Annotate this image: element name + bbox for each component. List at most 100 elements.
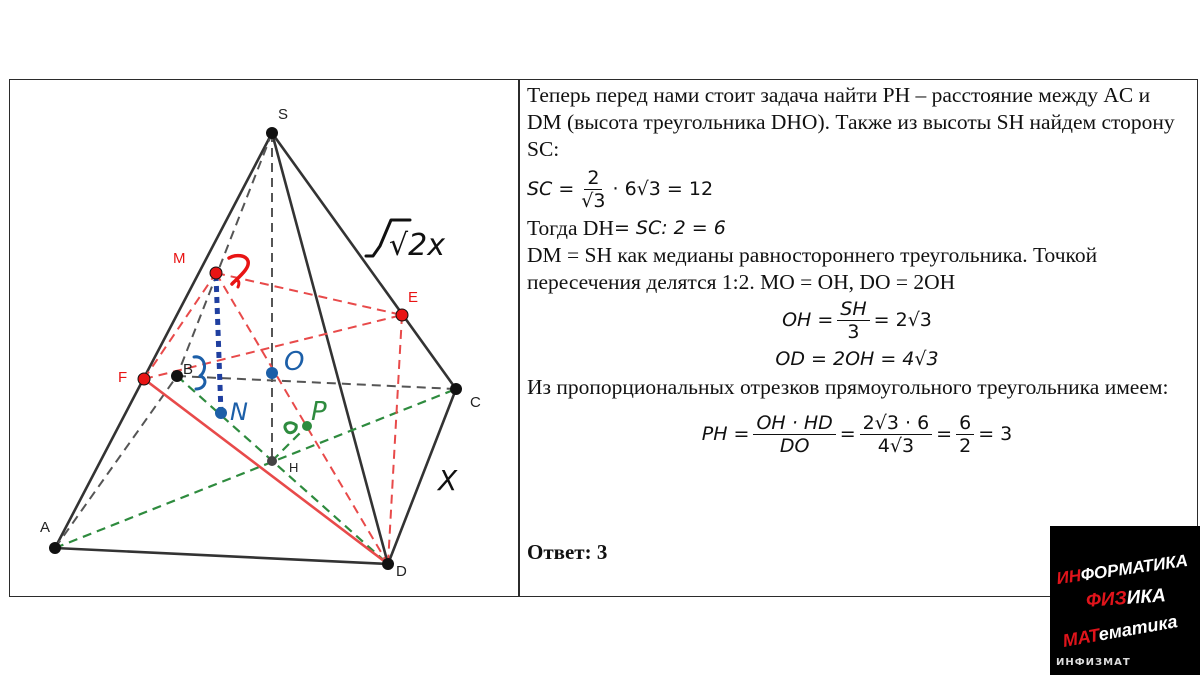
equation-od: OD = 2OH = 4√3 — [527, 344, 1187, 374]
eq4-eq-b: = — [936, 422, 953, 445]
logo-line-1: ИНФОРМАТИКА — [1055, 551, 1189, 589]
equation-oh: OH = SH 3 = 2√3 — [527, 296, 1187, 344]
eq3: OD = 2OH = 4√3 — [775, 347, 939, 370]
paragraph-intro: Теперь перед нами стоит задача найти PH … — [527, 83, 1175, 161]
label-h: H — [289, 460, 298, 475]
line-bd — [176, 375, 389, 565]
point-b — [171, 370, 183, 382]
point-e — [395, 308, 409, 322]
panel-divider — [518, 79, 520, 597]
point-a — [49, 542, 61, 554]
hand-edge-sc: √2x — [389, 228, 445, 263]
label-m: M — [173, 250, 186, 267]
dh-math: = SC: 2 = 6 — [613, 217, 726, 239]
line-fd — [143, 377, 389, 566]
point-f — [137, 372, 151, 386]
point-m — [209, 266, 223, 280]
logo-line-2: ФИЗИКА — [1085, 585, 1166, 613]
line-md — [215, 272, 389, 565]
label-f: F — [118, 369, 127, 386]
label-b: B — [183, 361, 193, 378]
dh-prefix: Тогда DH — [527, 216, 614, 240]
paragraph-medians: DM = SH как медианы равностороннего треу… — [527, 243, 1098, 294]
eq2-den: 3 — [847, 320, 860, 343]
eq4-f1-den: DO — [779, 434, 810, 457]
point-p — [302, 421, 312, 431]
eq4-f2-den: 4√3 — [877, 434, 915, 457]
edge-ab — [54, 375, 178, 549]
answer-text: Ответ: 3 — [527, 540, 608, 564]
handwriting — [192, 218, 412, 435]
edge-sb — [176, 132, 273, 377]
eq4-fraction-2: 2√3 · 6 4√3 — [859, 412, 933, 457]
green-lines — [54, 375, 457, 565]
eq4-fraction-3: 6 2 — [956, 412, 975, 457]
eq4-f3-den: 2 — [959, 434, 972, 457]
logo-line-2-white: ИКА — [1125, 585, 1167, 609]
content-frame — [9, 79, 1198, 597]
edge-dc — [386, 388, 458, 565]
equation-sc: SC = 2 √3 · 6√3 = 12 — [527, 163, 1187, 215]
line-ed — [387, 314, 403, 565]
eq1-den: √3 — [581, 189, 606, 212]
eq4-rhs: = 3 — [978, 422, 1013, 445]
solid-edges — [53, 132, 458, 566]
logo-line-4: ИНФИЗМАТ — [1056, 657, 1131, 668]
eq2-num: SH — [837, 298, 870, 321]
points — [49, 127, 462, 570]
solution-panel: Теперь перед нами стоит задача найти PH … — [527, 82, 1187, 467]
edge-sa — [53, 132, 274, 549]
hand-p: P — [311, 397, 327, 427]
hand-o: O — [284, 347, 304, 377]
eq2-lhs: OH = — [782, 308, 834, 331]
hand-edge-cd: X — [436, 464, 458, 497]
eq1-lhs: SC = — [527, 177, 575, 200]
eq4-f1-num: OH · HD — [753, 412, 836, 435]
eq4-f3-num: 6 — [956, 412, 975, 435]
logo-line-1-red: ИН — [1055, 565, 1083, 589]
eq4-f2-num: 2√3 · 6 — [859, 412, 933, 435]
point-n — [215, 407, 227, 419]
line-mn — [213, 274, 224, 414]
handwritten-letters: √2x X O N P — [230, 228, 458, 497]
eq4-fraction-1: OH · HD DO — [753, 412, 836, 457]
edge-ad — [54, 546, 389, 566]
edge-bc — [176, 375, 457, 390]
point-h — [267, 456, 277, 466]
eq2-fraction: SH 3 — [837, 298, 870, 343]
point-c — [450, 383, 462, 395]
point-d — [382, 558, 394, 570]
eq1-fraction: 2 √3 — [578, 167, 608, 212]
logo-line-3-red: МАТ — [1061, 624, 1101, 651]
eq1-rhs: · 6√3 = 12 — [612, 177, 714, 200]
logo-line-1-white: ФОРМАТИКА — [1079, 550, 1190, 585]
line-fm — [143, 272, 217, 380]
equation-ph: PH = OH · HD DO = 2√3 · 6 4√3 = 6 2 = 3 — [527, 401, 1187, 467]
pyramid-svg: S A B C D E F M H √2x X O N P — [40, 106, 481, 580]
eq1-num: 2 — [584, 167, 603, 190]
label-s: S — [278, 106, 288, 123]
sqrt-sign — [364, 218, 412, 258]
line-me — [215, 272, 403, 316]
red-right-angle-mark — [227, 253, 250, 286]
hidden-edges — [54, 132, 457, 549]
line-hp — [271, 425, 308, 462]
eq2-rhs: = 2√3 — [873, 308, 932, 331]
eq4-eq-a: = — [839, 422, 856, 445]
pyramid-figure: S A B C D E F M H √2x X O N P — [10, 80, 518, 596]
label-a: A — [40, 519, 50, 536]
label-e: E — [408, 289, 418, 306]
blue-b-mark — [192, 355, 207, 391]
red-right-angle-mark-2 — [230, 278, 241, 289]
point-o — [266, 367, 278, 379]
eq4-lhs: PH = — [701, 422, 750, 445]
red-dashed-lines — [143, 272, 403, 565]
vertex-labels: S A B C D E F M H — [40, 106, 481, 580]
logo-line-2-red: ФИЗ — [1085, 587, 1128, 612]
line-ac — [54, 387, 457, 550]
point-s — [266, 127, 278, 139]
edge-sd — [270, 132, 390, 565]
line-dh: Тогда DH = SC: 2 = 6 — [527, 215, 1187, 242]
edge-sc — [270, 132, 458, 390]
label-c: C — [470, 394, 481, 411]
